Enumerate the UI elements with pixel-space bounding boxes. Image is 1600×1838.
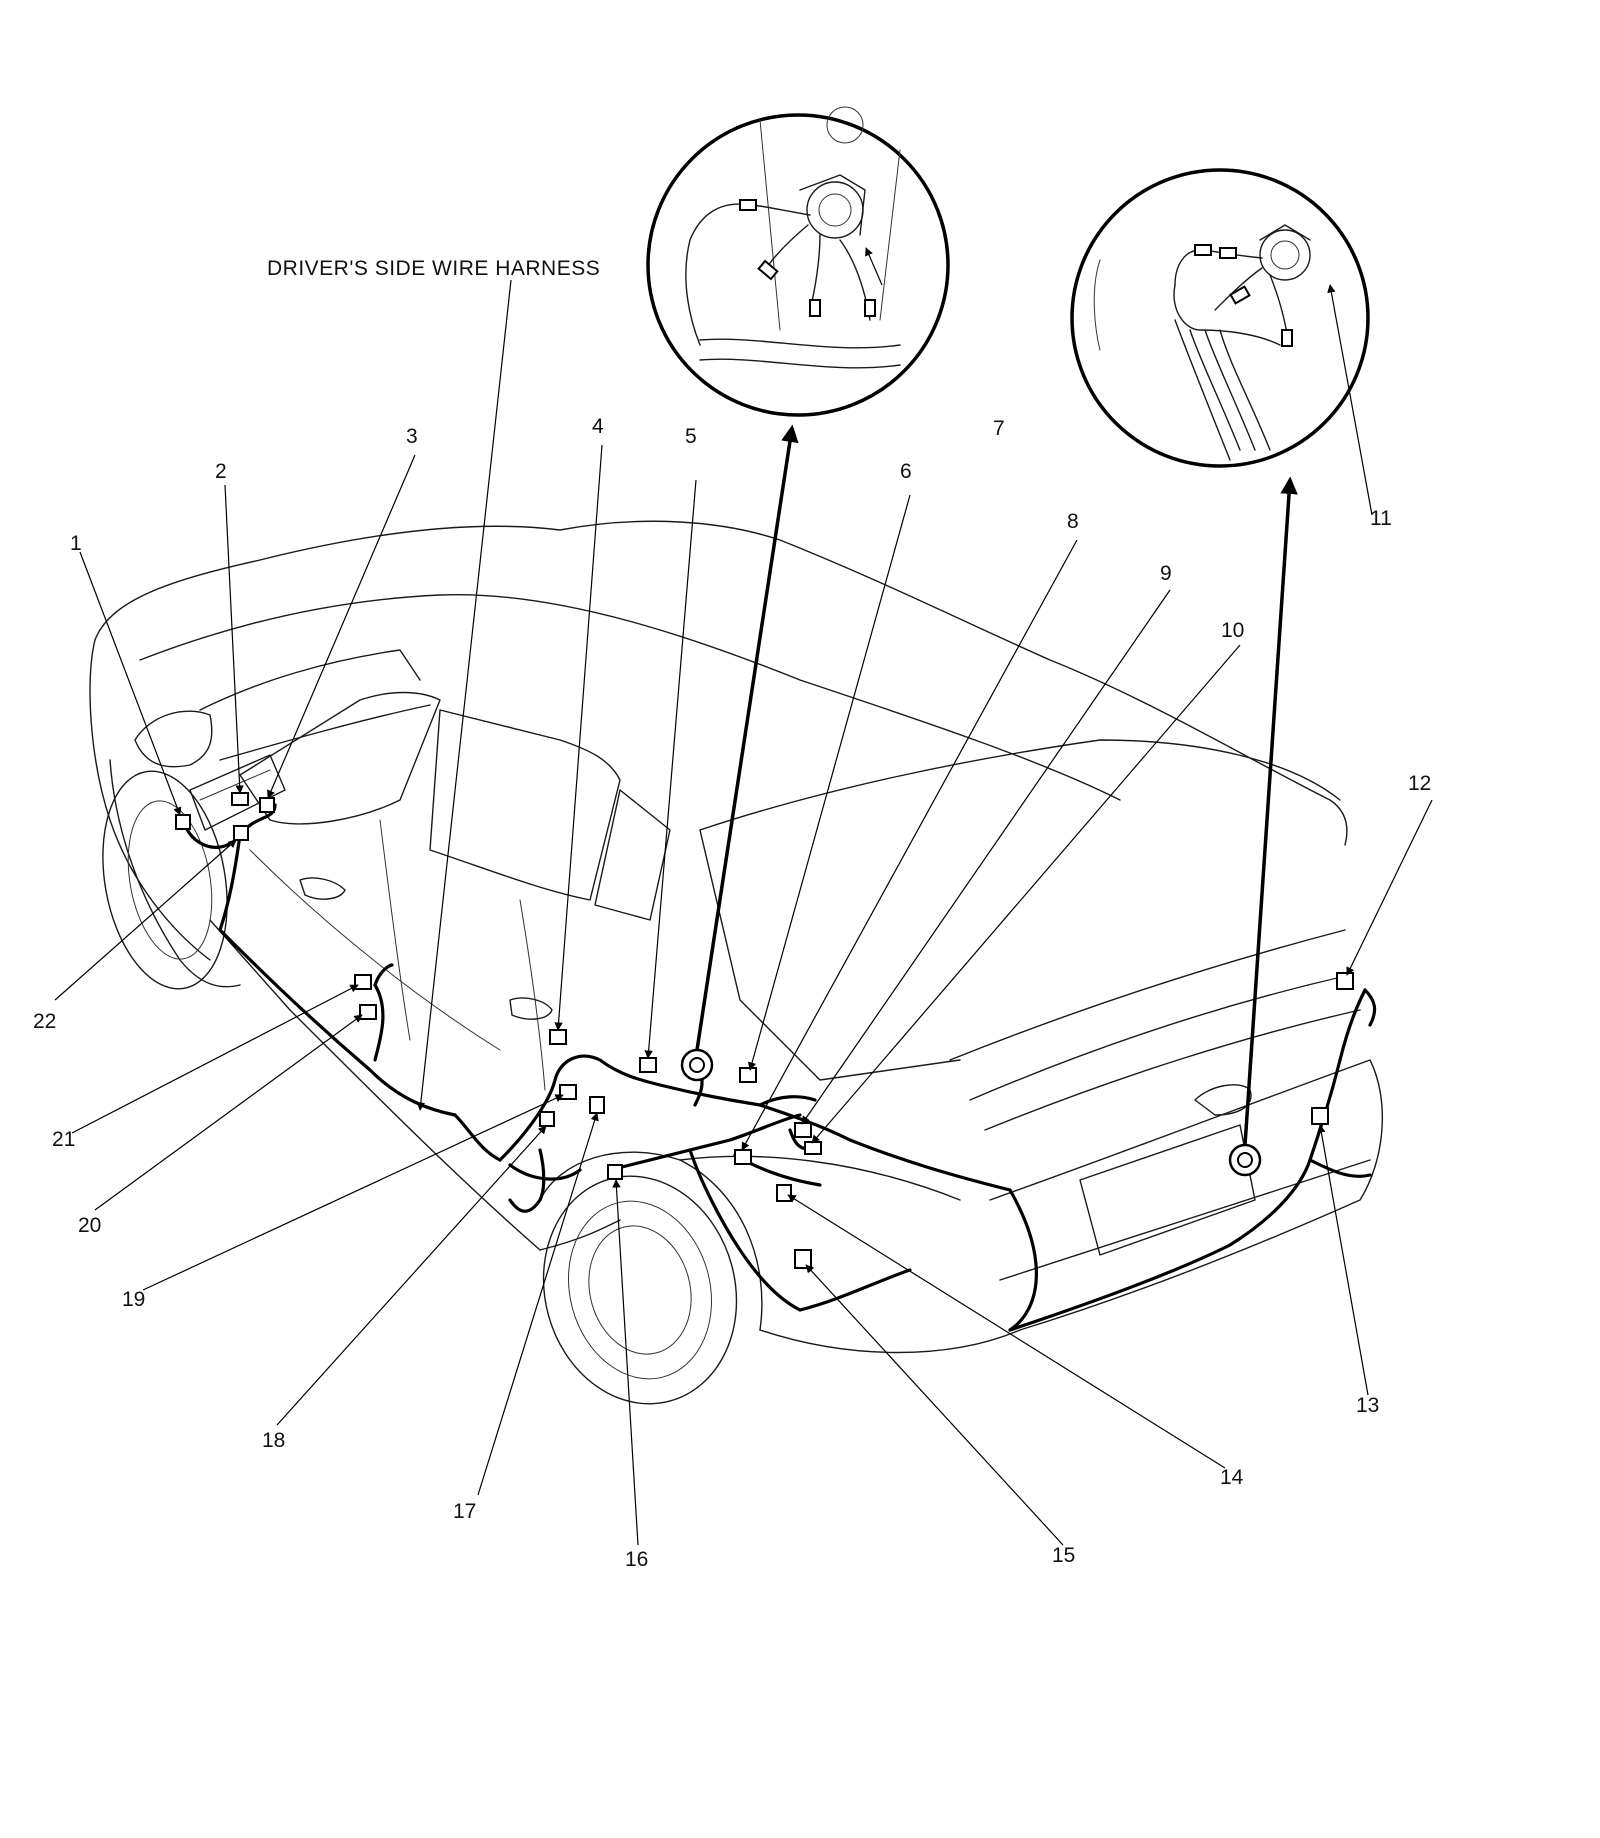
callout-15: 15: [1052, 1544, 1075, 1567]
callout-10: 10: [1221, 619, 1244, 642]
detail-circle-7: [646, 106, 950, 417]
connector-6: [739, 1067, 757, 1083]
callout-labels: 1 2 3 4 5 6 7 8 9 10 11 12 13 14 15 16 1…: [33, 415, 1431, 1571]
callout-21: 21: [52, 1128, 75, 1151]
callout-8: 8: [1067, 510, 1079, 533]
connector-16: [607, 1164, 623, 1180]
callout-3: 3: [406, 425, 418, 448]
callout-18: 18: [262, 1429, 285, 1452]
callout-4: 4: [592, 415, 604, 438]
connectors: [175, 792, 1354, 1269]
car-body-outline: [89, 520, 1383, 1405]
connector-20: [359, 1004, 377, 1020]
ground-terminals: [680, 1048, 1262, 1177]
connector-4: [549, 1029, 567, 1045]
callout-17: 17: [453, 1500, 476, 1523]
callout-20: 20: [78, 1214, 101, 1237]
connector-13: [1311, 1107, 1329, 1125]
callout-14: 14: [1220, 1466, 1244, 1489]
connector-22: [233, 825, 249, 841]
callout-19: 19: [122, 1288, 145, 1311]
connector-15: [794, 1249, 812, 1269]
connector-17: [589, 1096, 605, 1114]
connector-5: [639, 1057, 657, 1073]
harness-label: DRIVER'S SIDE WIRE HARNESS: [267, 257, 600, 280]
detail-arrow-11: [1243, 476, 1298, 1146]
connector-14: [776, 1184, 792, 1202]
detail-circle-11: [1070, 168, 1370, 468]
wire-harness: [183, 803, 1377, 1332]
leader-lines: [54, 247, 1433, 1546]
callout-2: 2: [215, 460, 227, 483]
connector-12: [1336, 972, 1354, 990]
callout-13: 13: [1356, 1394, 1379, 1417]
connector-1: [175, 814, 191, 830]
callout-11: 11: [1370, 507, 1392, 530]
connector-2: [231, 792, 249, 806]
detail-arrow-7: [695, 424, 799, 1051]
callout-9: 9: [1160, 562, 1172, 585]
callout-16: 16: [625, 1548, 648, 1571]
connector-21: [354, 974, 372, 990]
connector-8: [734, 1149, 752, 1165]
connector-19: [559, 1084, 577, 1100]
connector-9: [794, 1122, 812, 1138]
callout-22: 22: [33, 1010, 56, 1033]
dashboard-module: [189, 754, 286, 831]
ground-ring-1-inner: [689, 1057, 705, 1073]
connector-3: [259, 797, 275, 813]
callout-12: 12: [1408, 772, 1431, 795]
connector-18: [539, 1111, 555, 1127]
callout-5: 5: [685, 425, 697, 448]
callout-6: 6: [900, 460, 912, 483]
callout-7: 7: [993, 417, 1005, 440]
connector-10: [804, 1141, 822, 1155]
callout-1: 1: [70, 532, 82, 555]
ground-ring-2-inner: [1237, 1152, 1253, 1168]
